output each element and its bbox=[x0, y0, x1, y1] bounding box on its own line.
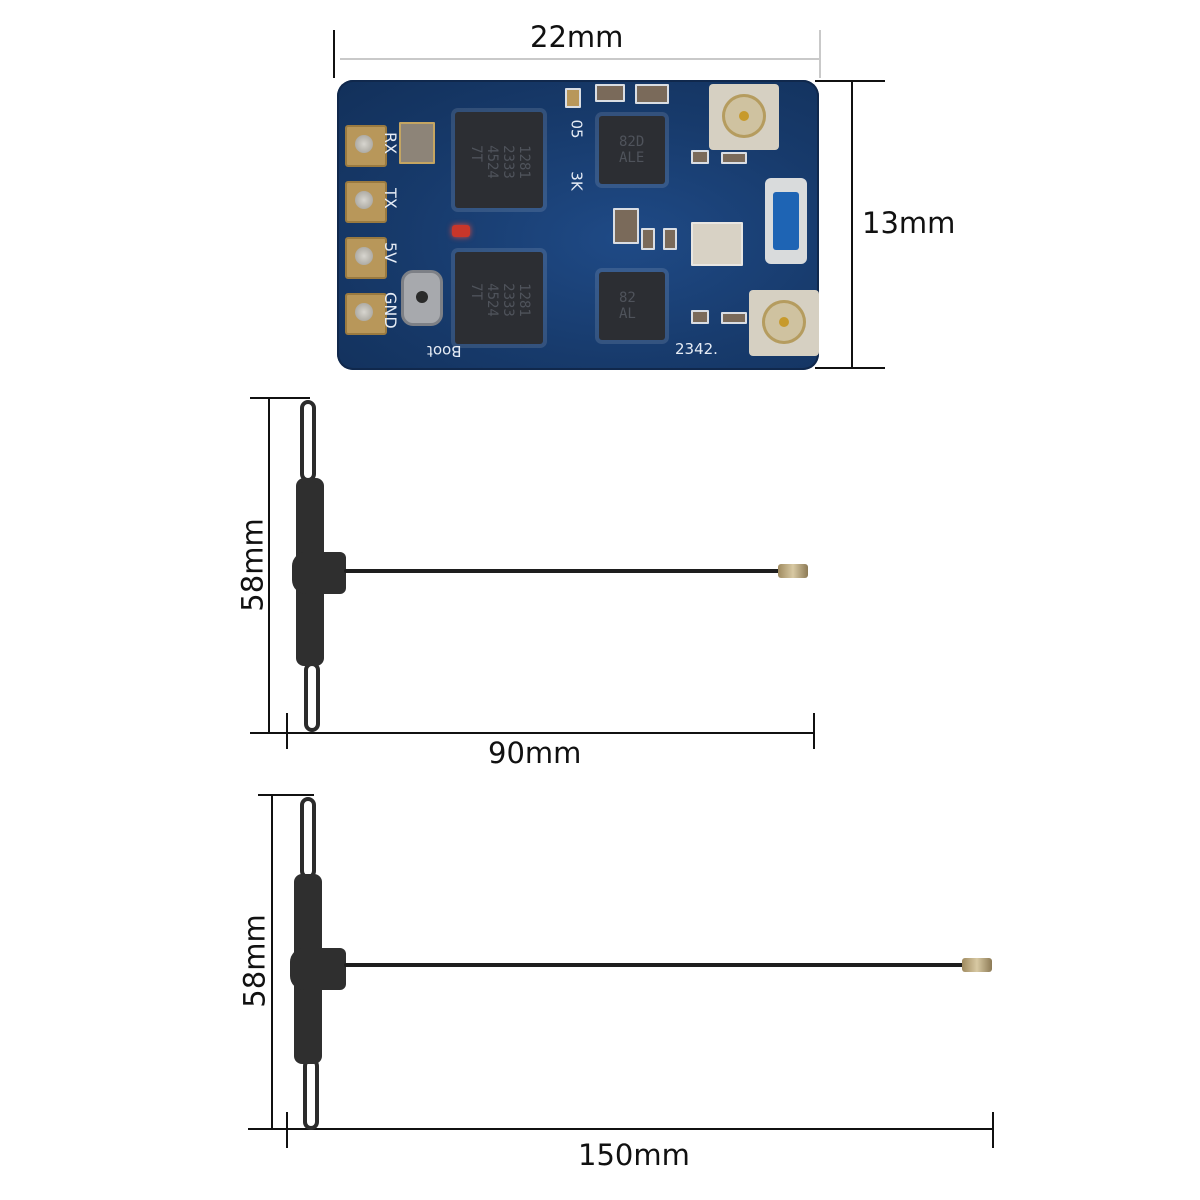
length-dimension-left-tick bbox=[286, 713, 288, 749]
pad-label-tx: TX bbox=[381, 188, 400, 209]
height-dimension-top-tick bbox=[258, 794, 314, 796]
antenna-coax-cable bbox=[344, 569, 780, 573]
antenna-t-junction bbox=[292, 552, 346, 594]
blue-rf-component bbox=[765, 178, 807, 264]
width-dimension-left-tick bbox=[333, 30, 335, 78]
smd-component bbox=[595, 84, 625, 102]
pcb-width-label: 22mm bbox=[530, 20, 624, 54]
width-dimension-line bbox=[340, 58, 820, 60]
status-led bbox=[452, 225, 470, 237]
length-dimension-line bbox=[286, 732, 814, 734]
height-dimension-bottom-tick bbox=[250, 732, 310, 734]
height-dimension-top-tick bbox=[250, 397, 310, 399]
width-dimension-right-tick bbox=[819, 30, 821, 78]
pad-tx bbox=[345, 181, 387, 223]
antenna-top-dipole-loop bbox=[300, 400, 316, 482]
height-dimension-line bbox=[851, 80, 853, 368]
pad-label-gnd: GND bbox=[381, 292, 400, 329]
crystal-oscillator bbox=[399, 122, 435, 164]
antenna-t-junction bbox=[290, 948, 346, 990]
rf-chip-bottom: 82 AL bbox=[599, 272, 665, 340]
smd-component bbox=[691, 150, 709, 164]
length-dimension-right-tick bbox=[992, 1112, 994, 1148]
ufl-plug-connector bbox=[962, 958, 992, 972]
mcu-chip-top-marking: 1281 2333 4524 7T bbox=[467, 145, 532, 179]
height-dimension-line bbox=[268, 397, 270, 733]
pad-gnd bbox=[345, 293, 387, 335]
antenna-150-height-label: 58mm bbox=[237, 914, 272, 1008]
smd-component bbox=[641, 228, 655, 250]
antenna-top-dipole-loop bbox=[300, 797, 316, 879]
antenna-bottom-dipole-loop bbox=[303, 1058, 319, 1130]
pcb-height-label: 13mm bbox=[862, 206, 956, 240]
pad-rx bbox=[345, 125, 387, 167]
pad-5v bbox=[345, 237, 387, 279]
antenna-150-length-label: 150mm bbox=[578, 1138, 690, 1172]
smd-component bbox=[691, 310, 709, 324]
receiver-pcb-board: RX TX 5V GND Boot 1281 2333 4524 7T 1281… bbox=[337, 80, 819, 370]
ufl-plug-connector bbox=[778, 564, 808, 578]
silk-05-label: 05 bbox=[567, 119, 586, 139]
smd-component bbox=[613, 208, 639, 244]
smd-component bbox=[721, 152, 747, 164]
smd-component bbox=[565, 88, 581, 108]
antenna-90-height-label: 58mm bbox=[235, 518, 270, 612]
mcu-chip-top: 1281 2333 4524 7T bbox=[455, 112, 543, 208]
height-dimension-top-tick bbox=[815, 80, 885, 82]
rf-chip-top-marking: 82D ALE bbox=[619, 134, 645, 166]
length-dimension-left-tick bbox=[286, 1112, 288, 1148]
pad-label-rx: RX bbox=[381, 132, 400, 155]
antenna-bottom-dipole-loop bbox=[304, 662, 320, 732]
rf-chip-top: 82D ALE bbox=[599, 116, 665, 184]
pad-label-5v: 5V bbox=[381, 242, 400, 264]
height-dimension-bottom-tick bbox=[248, 1128, 308, 1130]
antenna-coax-cable bbox=[344, 963, 966, 967]
boot-button bbox=[401, 270, 443, 326]
smd-component bbox=[635, 84, 669, 104]
ufl-connector-top bbox=[709, 84, 779, 150]
balun-component bbox=[691, 222, 743, 266]
height-dimension-line bbox=[271, 794, 273, 1129]
mcu-chip-bottom: 1281 2333 4524 7T bbox=[455, 252, 543, 344]
rf-chip-bottom-marking: 82 AL bbox=[619, 290, 636, 322]
mcu-chip-bottom-marking: 1281 2333 4524 7T bbox=[467, 283, 532, 317]
silk-3k-label: 3K bbox=[567, 171, 586, 191]
antenna-90-length-label: 90mm bbox=[488, 736, 582, 770]
ufl-connector-bottom bbox=[749, 290, 819, 356]
length-dimension-right-tick bbox=[813, 713, 815, 749]
smd-component bbox=[663, 228, 677, 250]
height-dimension-bottom-tick bbox=[815, 367, 885, 369]
date-code-label: 2342. bbox=[675, 340, 718, 358]
boot-label: Boot bbox=[427, 342, 462, 360]
length-dimension-line bbox=[286, 1128, 993, 1130]
smd-component bbox=[721, 312, 747, 324]
